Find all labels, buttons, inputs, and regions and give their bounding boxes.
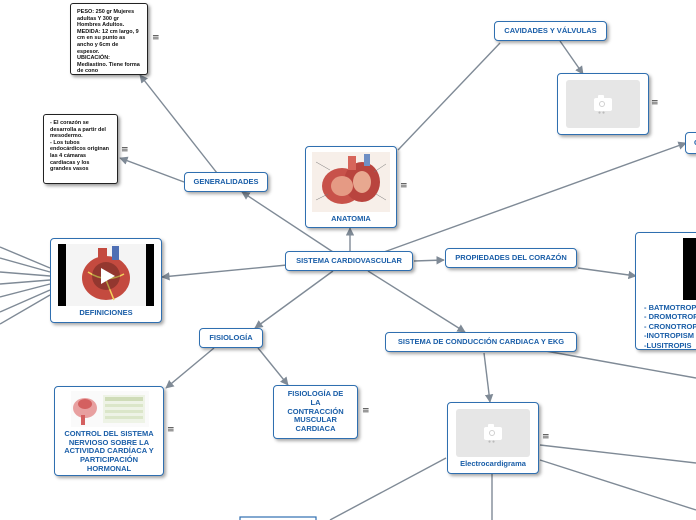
partial-node-bottom [239,516,317,520]
line-electro-right1 [539,444,696,464]
line-central-right [383,141,687,253]
node-anatomia[interactable]: ANATOMIA [305,146,397,228]
note-desarrollo[interactable]: - El corazón se desarrolla a partir del … [43,114,118,184]
line-conduccion-electro [483,352,494,403]
menu-icon[interactable]: ≡ [152,33,160,43]
node-sistema-cardiovascular[interactable]: SISTEMA CARDIOVASCULAR [285,251,413,271]
line-electro-right2 [539,459,696,511]
node-control-nervioso[interactable]: CONTROL DEL SISTEMA NERVIOSO SOBRE LA AC… [54,386,164,476]
line-def-out-7 [0,294,51,325]
line-generalidades-desarrollo [119,156,185,183]
property-item: -INOTROPISM [644,331,694,341]
camera-icon [594,94,612,111]
line-central-propiedades [413,256,445,265]
node-definiciones[interactable]: DEFINICIONES [50,238,162,323]
menu-icon[interactable]: ≡ [362,406,370,416]
node-control-label: CONTROL DEL SISTEMA NERVIOSO SOBRE LA AC… [64,429,154,473]
line-central-generalidades [241,191,334,253]
play-icon [101,268,115,284]
line-conduccion-right [539,349,696,379]
node-electrocardiograma[interactable]: ●● Electrocardigrama [447,402,539,474]
heart-video-thumbnail [58,244,154,306]
line-anatomia-cavidades [397,42,501,151]
camera-icon [484,423,502,440]
node-propiedades-corazon[interactable]: PROPIEDADES DEL CORAZÓN [445,248,577,268]
node-contraccion-muscular[interactable]: FISIOLOGÍA DE LA CONTRACCIÓN MUSCULAR CA… [273,385,358,439]
line-propiedades-right [577,267,637,280]
node-cavidades-image[interactable]: ●● [557,73,649,135]
line-def-out-4 [0,279,51,285]
property-item: - BATMOTROP [644,303,696,312]
line-central-conduccion [367,270,466,333]
property-item: - CRONOTROP [644,321,696,331]
property-item: - DROMOTROP [644,312,696,322]
line-def-out-3 [0,271,51,277]
node-anatomia-label: ANATOMIA [331,214,371,223]
image-placeholder: ●● [566,80,640,128]
line-central-definiciones [161,264,288,281]
line-def-out-2 [0,257,51,273]
line-def-out-1 [0,246,51,269]
property-item: -LUSITROPIS [644,340,692,350]
note-peso-medida[interactable]: PESO: 250 gr Mujeres adultas Y 300 gr Ho… [70,3,148,75]
control-diagram-image [71,391,149,427]
menu-icon[interactable]: ≡ [542,432,550,442]
line-fisiologia-control [165,347,215,389]
line-def-out-6 [0,289,51,313]
node-generalidades[interactable]: GENERALIDADES [184,172,268,192]
properties-list: - BATMOTROP - DROMOTROP - CRONOTROP -INO… [644,303,696,350]
line-central-fisiologia [254,270,334,329]
line-generalidades-peso [139,74,218,174]
video-thumbnail [683,238,696,300]
node-partial-right[interactable]: C [685,132,696,154]
node-fisiologia[interactable]: FISIOLOGÍA [199,328,263,348]
node-definiciones-label: DEFINICIONES [79,308,133,317]
image-placeholder: ●● [456,409,530,457]
node-cavidades-valvulas[interactable]: CAVIDADES Y VÁLVULAS [494,21,607,41]
line-electro-left [329,457,447,520]
node-sistema-conduccion[interactable]: SISTEMA DE CONDUCCIÓN CARDIACA Y EKG [385,332,577,352]
line-def-out-5 [0,283,51,298]
line-fisiologia-contraccion [257,347,289,386]
node-electro-label: Electrocardigrama [460,459,526,468]
menu-icon[interactable]: ≡ [121,145,129,155]
menu-icon[interactable]: ≡ [400,181,408,191]
node-propiedades-detalle[interactable]: - BATMOTROP - DROMOTROP - CRONOTROP -INO… [635,232,696,350]
line-cavidades-photo [559,40,584,75]
menu-icon[interactable]: ≡ [167,425,175,435]
menu-icon[interactable]: ≡ [651,98,659,108]
heart-anatomy-image [312,152,390,212]
